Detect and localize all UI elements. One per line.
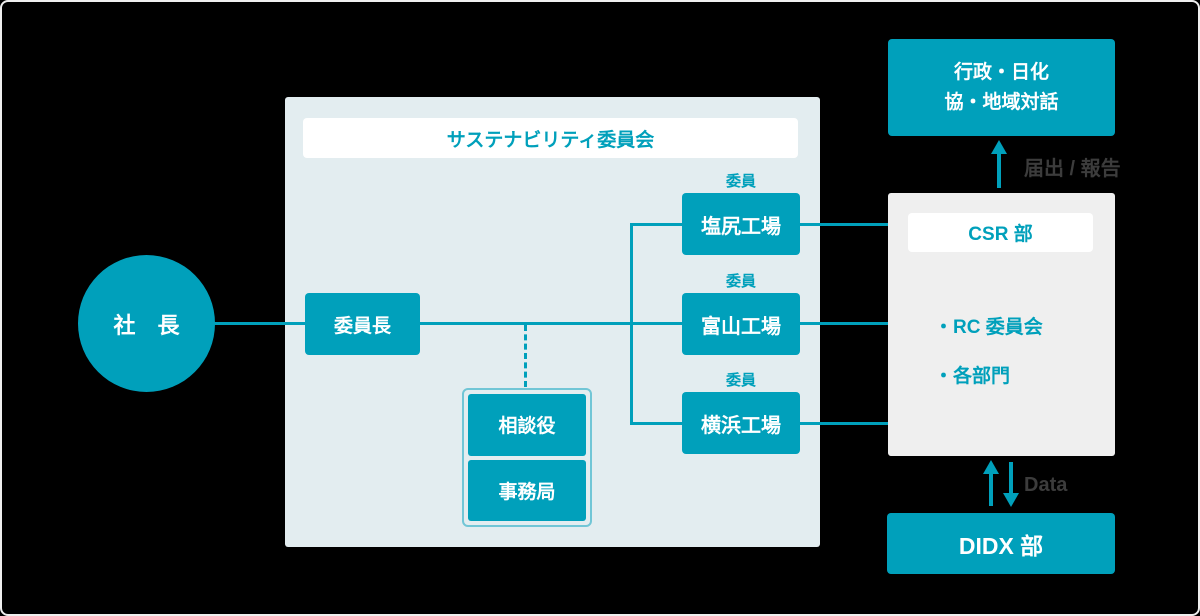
chairman-label: 委員長 [333,315,391,337]
secretariat-box: 事務局 [468,459,586,521]
connector-stub-yokohama [630,422,682,425]
report-arrow-stem [997,153,1001,188]
member-tag-yokohama: 委員 [725,371,756,389]
connector-chairman-main [420,322,682,325]
secretariat-label: 事務局 [498,481,556,503]
member-box-shiojiri: 塩尻工場 [682,193,800,255]
didx-box: DIDX 部 [887,513,1115,574]
data-arrow-up-stem [989,472,993,506]
connector-president-chairman [212,322,305,325]
data-arrow-down-stem [1009,462,1013,495]
csr-item-rc-committee: ・RC 委員会 [934,317,1043,338]
external-dialogue-line1: 行政・日化 [953,61,1049,83]
member-box-toyama: 富山工場 [682,293,800,355]
connector-shiojiri-csr [800,223,888,226]
member-label-shiojiri: 塩尻工場 [701,215,781,238]
committee-title-bar: サステナビリティ委員会 [303,118,798,158]
connector-yokohama-csr [800,422,888,425]
chairman-box: 委員長 [305,293,420,355]
advisor-secretariat-group: 相談役 事務局 [462,388,592,527]
member-box-yokohama: 横浜工場 [682,392,800,454]
president-label: 社 長 [113,312,180,338]
advisor-box: 相談役 [468,394,586,456]
advisor-label: 相談役 [498,416,556,438]
connector-toyama-csr [800,322,888,325]
didx-label: DIDX 部 [958,532,1044,559]
member-tag-shiojiri: 委員 [725,172,756,190]
connector-members-vertical [630,223,633,425]
data-arrow-up-icon [983,460,999,474]
committee-title: サステナビリティ委員会 [446,129,655,151]
president-node: 社 長 [78,255,215,392]
report-label: 届出 / 報告 [1024,158,1121,180]
member-label-toyama: 富山工場 [701,315,781,338]
report-arrow-up-icon [991,140,1007,154]
csr-item-departments: ・各部門 [934,366,1011,387]
external-dialogue-box: 行政・日化 協・地域対話 [888,39,1115,136]
connector-advisor-dashed [524,325,527,387]
data-arrow-down-icon [1003,493,1019,507]
data-label: Data [1024,474,1068,496]
member-tag-toyama: 委員 [725,272,756,290]
csr-title-bar: CSR 部 [908,213,1093,252]
connector-stub-shiojiri [630,223,682,226]
member-label-yokohama: 横浜工場 [701,414,781,437]
csr-title: CSR 部 [968,224,1033,245]
external-dialogue-line2: 協・地域対話 [944,91,1059,113]
